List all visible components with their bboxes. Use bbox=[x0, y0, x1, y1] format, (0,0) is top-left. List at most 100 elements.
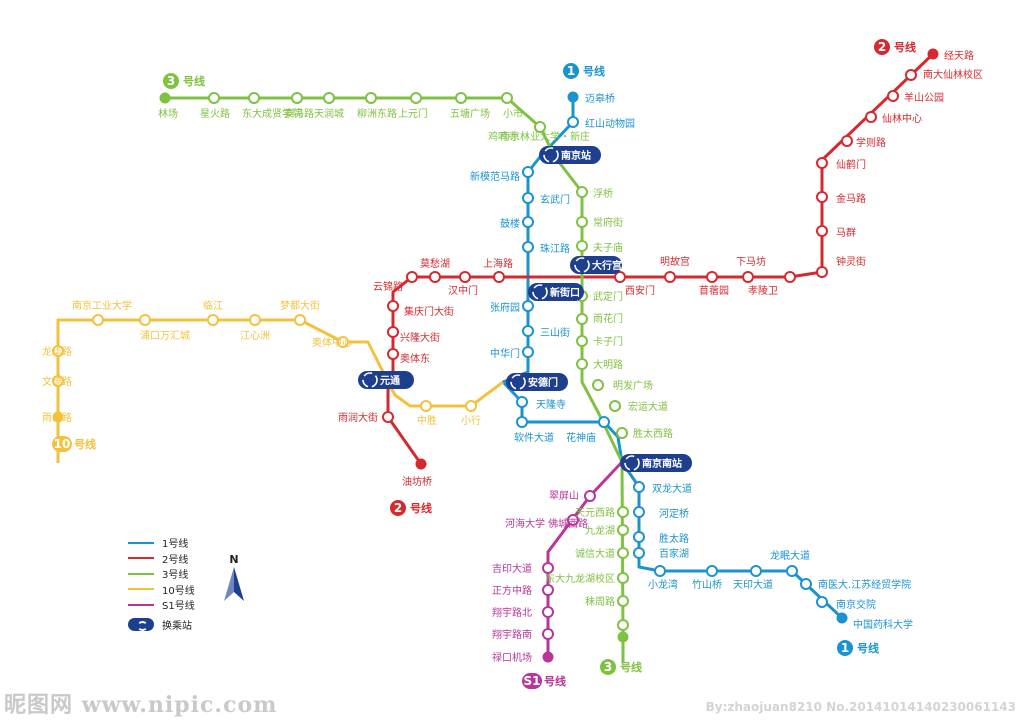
station-dot[interactable] bbox=[522, 192, 534, 204]
station-dot[interactable] bbox=[294, 314, 306, 326]
station-dot[interactable] bbox=[387, 300, 399, 312]
station-dot[interactable] bbox=[576, 186, 588, 198]
station-dot[interactable] bbox=[654, 565, 666, 577]
station-dot[interactable] bbox=[542, 628, 554, 640]
station-dot[interactable] bbox=[592, 379, 604, 391]
station-dot[interactable] bbox=[382, 411, 394, 423]
station-dot[interactable] bbox=[522, 346, 534, 358]
station-dot[interactable] bbox=[522, 300, 534, 312]
station-dot[interactable] bbox=[248, 92, 260, 104]
station-dot[interactable] bbox=[609, 400, 621, 412]
station-dot[interactable] bbox=[576, 358, 588, 370]
station-dot[interactable] bbox=[522, 241, 534, 253]
station-dot[interactable] bbox=[323, 92, 335, 104]
station-dot[interactable] bbox=[633, 481, 645, 493]
station-dot[interactable] bbox=[542, 651, 554, 663]
station-dot[interactable] bbox=[816, 266, 828, 278]
station-dot[interactable] bbox=[614, 271, 626, 283]
station-dot[interactable] bbox=[207, 314, 219, 326]
station-dot[interactable] bbox=[567, 514, 579, 526]
station-dot[interactable] bbox=[816, 596, 828, 608]
station-dot[interactable] bbox=[617, 619, 629, 631]
station-dot[interactable] bbox=[905, 69, 917, 81]
station-dot[interactable] bbox=[816, 191, 828, 203]
station-dot[interactable] bbox=[617, 572, 629, 584]
station-dot[interactable] bbox=[465, 400, 477, 412]
station-dot[interactable] bbox=[750, 565, 762, 577]
station-dot[interactable] bbox=[208, 92, 220, 104]
station-dot[interactable] bbox=[459, 271, 471, 283]
station-dot[interactable] bbox=[522, 325, 534, 337]
station-dot[interactable] bbox=[516, 396, 528, 408]
station-dot[interactable] bbox=[633, 531, 645, 543]
station-dot[interactable] bbox=[927, 48, 939, 60]
station-dot[interactable] bbox=[584, 490, 596, 502]
station-dot[interactable] bbox=[664, 271, 676, 283]
station-dot[interactable] bbox=[52, 345, 64, 357]
interchange-yuantong[interactable]: 元通 bbox=[358, 371, 414, 389]
station-dot[interactable] bbox=[784, 271, 796, 283]
station-dot[interactable] bbox=[387, 326, 399, 338]
station-dot[interactable] bbox=[542, 606, 554, 618]
station-dot[interactable] bbox=[52, 375, 64, 387]
station-dot[interactable] bbox=[52, 411, 64, 423]
interchange-nanjing-south[interactable]: 南京南站 bbox=[620, 454, 692, 472]
station-dot[interactable] bbox=[800, 578, 812, 590]
station-dot[interactable] bbox=[567, 91, 579, 103]
station-dot[interactable] bbox=[291, 92, 303, 104]
station-dot[interactable] bbox=[616, 427, 628, 439]
station-dot[interactable] bbox=[92, 314, 104, 326]
station-label: 双龙大道 bbox=[652, 482, 692, 495]
station-dot[interactable] bbox=[816, 157, 828, 169]
station-dot[interactable] bbox=[786, 565, 798, 577]
station-dot[interactable] bbox=[415, 458, 427, 470]
station-dot[interactable] bbox=[865, 111, 877, 123]
station-dot[interactable] bbox=[633, 506, 645, 518]
station-dot[interactable] bbox=[406, 271, 418, 283]
station-dot[interactable] bbox=[887, 90, 899, 102]
station-dot[interactable] bbox=[576, 313, 588, 325]
station-dot[interactable] bbox=[617, 631, 629, 643]
station-dot[interactable] bbox=[617, 595, 629, 607]
station-dot[interactable] bbox=[249, 314, 261, 326]
station-dot[interactable] bbox=[516, 416, 528, 428]
station-dot[interactable] bbox=[455, 92, 467, 104]
station-dot[interactable] bbox=[742, 271, 754, 283]
interchange-xinjiekou[interactable]: 新街口 bbox=[528, 283, 584, 301]
station-dot[interactable] bbox=[633, 547, 645, 559]
station-dot[interactable] bbox=[576, 216, 588, 228]
station-dot[interactable] bbox=[159, 92, 171, 104]
station-dot[interactable] bbox=[420, 400, 432, 412]
station-dot[interactable] bbox=[365, 92, 377, 104]
station-dot[interactable] bbox=[501, 92, 513, 104]
station-dot[interactable] bbox=[429, 271, 441, 283]
station-dot[interactable] bbox=[139, 314, 151, 326]
station-dot[interactable] bbox=[576, 335, 588, 347]
station-dot[interactable] bbox=[836, 612, 848, 624]
badge-number: 1 bbox=[841, 641, 849, 655]
station-dot[interactable] bbox=[542, 584, 554, 596]
station-dot[interactable] bbox=[534, 121, 546, 133]
interchange-nanjing-station[interactable]: 南京站 bbox=[539, 146, 601, 164]
interchange-andemen[interactable]: 安德门 bbox=[506, 373, 568, 391]
station-dot[interactable] bbox=[706, 271, 718, 283]
station-dot[interactable] bbox=[522, 216, 534, 228]
station-dot[interactable] bbox=[493, 271, 505, 283]
station-dot[interactable] bbox=[706, 565, 718, 577]
station-dot[interactable] bbox=[816, 225, 828, 237]
station-label: 河海大学 佛城西路 bbox=[505, 517, 588, 530]
station-dot[interactable] bbox=[337, 336, 349, 348]
station-dot[interactable] bbox=[598, 416, 610, 428]
interchange-daxinggong[interactable]: 大行宫 bbox=[570, 256, 622, 274]
station-dot[interactable] bbox=[387, 348, 399, 360]
station-dot[interactable] bbox=[617, 547, 629, 559]
station-dot[interactable] bbox=[542, 562, 554, 574]
station-dot[interactable] bbox=[617, 524, 629, 536]
station-dot[interactable] bbox=[576, 240, 588, 252]
station-dot[interactable] bbox=[522, 166, 534, 178]
station-dot[interactable] bbox=[617, 506, 629, 518]
station-dot[interactable] bbox=[841, 135, 853, 147]
station-dot[interactable] bbox=[567, 116, 579, 128]
station-dot[interactable] bbox=[410, 92, 422, 104]
station-label: 浦口万汇城 bbox=[140, 329, 190, 342]
